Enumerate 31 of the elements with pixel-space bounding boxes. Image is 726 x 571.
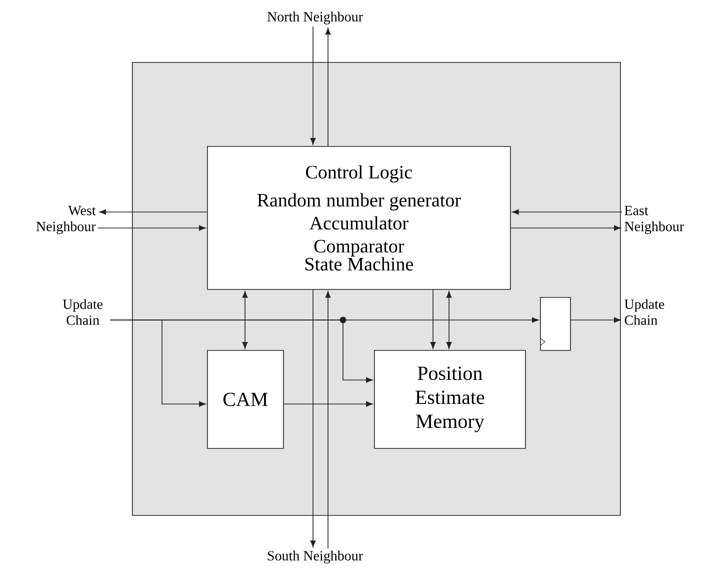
function-label: Accumulator	[310, 216, 408, 230]
box-label: East Neighbour	[624, 206, 684, 234]
arrow	[512, 209, 622, 215]
box-label: West Neighbour	[36, 206, 96, 234]
arrow	[430, 289, 436, 349]
arrow	[510, 225, 621, 231]
heading: Control Logic	[306, 165, 412, 182]
function-label: State Machine	[305, 257, 413, 271]
cam-box	[207, 350, 284, 449]
box-label: North Neighbour	[267, 12, 363, 24]
arrow	[325, 28, 331, 146]
register-box	[540, 297, 571, 351]
box-label: South Neighbour	[268, 550, 363, 564]
arrow	[310, 26, 316, 145]
arrow	[325, 291, 331, 549]
box-label: CAM	[223, 392, 268, 406]
box-label: Position Estimate Memory	[416, 366, 484, 432]
arrow	[242, 291, 248, 349]
function-label: Random number generator	[257, 193, 461, 210]
control-logic-box	[207, 146, 511, 290]
box-label: Update Chain	[62, 299, 103, 325]
arrow	[570, 317, 621, 323]
arrow	[98, 225, 206, 231]
memory-box	[374, 350, 526, 449]
arrow	[446, 291, 452, 349]
arrow	[99, 209, 208, 215]
arrow	[110, 320, 373, 383]
arrow	[310, 289, 316, 548]
arrow	[283, 401, 373, 407]
function-label: Comparator	[314, 240, 404, 256]
box-label: Update Chain	[624, 299, 664, 325]
